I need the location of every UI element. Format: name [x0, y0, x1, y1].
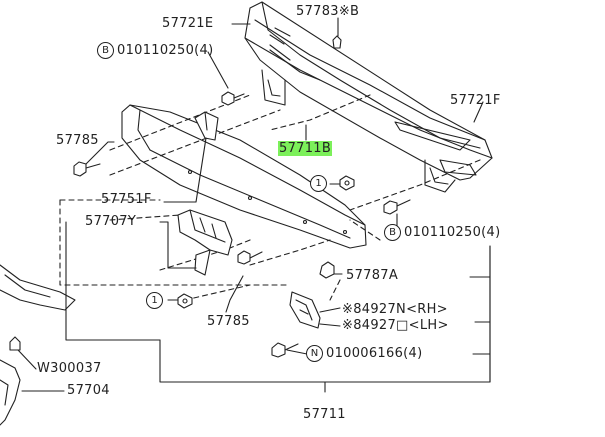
part-label-57711: 57711: [303, 407, 346, 422]
part-label-57783b: 57783※B: [296, 4, 360, 19]
part-label-w300037: W300037: [37, 361, 102, 376]
side-member-57704: [0, 264, 76, 426]
part-label-nut: 010006166(4): [326, 346, 423, 361]
part-label-57785-bottom: 57785: [207, 314, 250, 329]
part-label-57711b: 57711B: [278, 141, 333, 156]
callout-b-icon: B: [384, 224, 401, 241]
upper-reinforcement-beam: [244, 1, 493, 193]
callout-1-icon: 1: [310, 175, 327, 192]
highlight-57711b: 57711B: [278, 141, 333, 156]
part-label-57721e: 57721E: [162, 16, 214, 31]
part-label-57707y: 57707Y: [85, 214, 137, 229]
part-label-57787a: 57787A: [346, 268, 399, 283]
clips: [9, 35, 355, 351]
callout-b-icon: B: [97, 42, 114, 59]
bolt-hex: [73, 91, 411, 358]
part-label-bolt-right: 010110250(4): [404, 225, 501, 240]
part-label-57751f: 57751F: [101, 192, 152, 207]
part-label-57721f: 57721F: [450, 93, 501, 108]
part-label-57785-top: 57785: [56, 133, 99, 148]
callout-n-icon: N: [306, 345, 323, 362]
part-label-84927o: ※84927□<LH>: [342, 318, 449, 333]
energy-absorber: [121, 104, 367, 249]
bracket-84927: [289, 291, 321, 329]
leader-lines: [17, 17, 491, 393]
callout-1-icon: 1: [146, 292, 163, 309]
bracket-57751f: [194, 111, 219, 141]
part-label-bolt-top: 010110250(4): [117, 43, 214, 58]
bracket-57707y: [177, 209, 233, 276]
part-label-84927n: ※84927N<RH>: [342, 302, 448, 317]
part-label-57704: 57704: [67, 383, 110, 398]
